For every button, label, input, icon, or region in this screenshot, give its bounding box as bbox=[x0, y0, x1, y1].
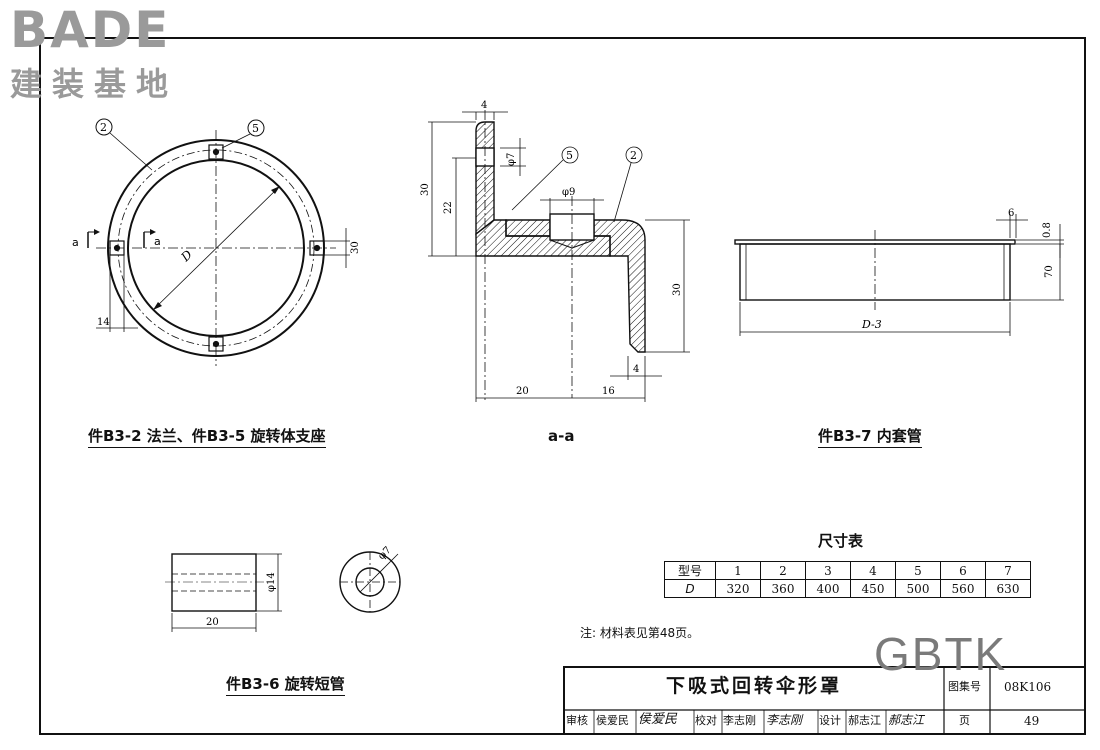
flange-label-part-a: 2 bbox=[100, 121, 107, 134]
table-cell-value: 360 bbox=[760, 579, 806, 598]
review-label: 审核 bbox=[566, 714, 588, 727]
title-block: 下吸式回转伞形罩 图集号 08K106 审核 侯爱民 侯爱民 校对 李志刚 李志… bbox=[564, 667, 1085, 733]
section-label-part-b: 2 bbox=[630, 149, 637, 162]
checker-signature: 李志刚 bbox=[766, 713, 803, 727]
caption-inner-tube: 件B3-7 内套管 bbox=[818, 426, 922, 448]
table-cell-value: 320 bbox=[715, 579, 761, 598]
dimension-table: 型号 1 2 3 4 5 6 7 D 320 360 400 450 500 5… bbox=[664, 561, 1031, 598]
designer-name: 郝志江 bbox=[848, 714, 881, 727]
section-label-bottom-right: 16 bbox=[602, 386, 615, 397]
section-label-top-width: 4 bbox=[481, 100, 487, 111]
inner-tube-label-height: 70 bbox=[1044, 265, 1055, 278]
designer-signature: 郝志江 bbox=[888, 713, 925, 727]
sheet-border bbox=[39, 37, 1086, 735]
table-cell-model: 7 bbox=[985, 561, 1031, 580]
table-cell-model: 5 bbox=[895, 561, 941, 580]
reviewer-signature: 侯爱民 bbox=[638, 712, 678, 727]
table-cell-model: 6 bbox=[940, 561, 986, 580]
flange-label-width: 14 bbox=[97, 317, 110, 328]
atlas-number: 08K106 bbox=[1004, 680, 1052, 694]
caption-short-tube: 件B3-6 旋转短管 bbox=[226, 674, 345, 696]
caption-section: a-a bbox=[548, 427, 575, 445]
table-row-diameter: D 320 360 400 450 500 560 630 bbox=[664, 579, 1031, 598]
section-drawing bbox=[475, 121, 646, 353]
short-tube-dimensions bbox=[171, 552, 400, 632]
table-cell-value: 400 bbox=[805, 579, 851, 598]
table-cell-model: 2 bbox=[760, 561, 806, 580]
section-label-left-total: 30 bbox=[420, 183, 431, 196]
flange-label-diameter: D bbox=[178, 247, 196, 265]
flange-label-part-b: 5 bbox=[252, 122, 259, 135]
drawing-title: 下吸式回转伞形罩 bbox=[665, 675, 842, 697]
section-label-bottom-left: 20 bbox=[516, 386, 529, 397]
table-cell-model: 1 bbox=[715, 561, 761, 580]
section-label-left-inner: 22 bbox=[443, 201, 454, 214]
check-label: 校对 bbox=[695, 714, 717, 727]
watermark-gbtk: GBTK bbox=[874, 628, 1008, 680]
inner-tube-label-lip: 6 bbox=[1008, 208, 1014, 219]
short-tube-label-diameter: φ14 bbox=[266, 572, 277, 592]
section-label-right-height: 30 bbox=[672, 283, 683, 296]
flange-section-mark-right: a bbox=[154, 235, 161, 248]
checker-name: 李志刚 bbox=[723, 714, 756, 727]
inner-tube-label-diameter: D-3 bbox=[861, 318, 882, 331]
section-label-part-a: 5 bbox=[566, 149, 573, 162]
table-cell-value: 450 bbox=[850, 579, 896, 598]
watermark-bade: BADE bbox=[10, 1, 171, 59]
title-block-frame bbox=[563, 666, 1086, 735]
table-cell-model: 4 bbox=[850, 561, 896, 580]
page-number: 49 bbox=[1024, 714, 1040, 728]
note-material-table: 注: 材料表见第48页。 bbox=[580, 626, 700, 640]
section-dimensions bbox=[428, 110, 690, 402]
flange-section-mark-left: a bbox=[72, 236, 79, 249]
section-label-hole-small: φ7 bbox=[506, 153, 517, 166]
flange-drawing bbox=[87, 118, 350, 366]
atlas-label: 图集号 bbox=[948, 680, 981, 693]
page-label: 页 bbox=[959, 714, 970, 727]
dimension-table-title: 尺寸表 bbox=[818, 532, 864, 550]
table-cell-value: 630 bbox=[985, 579, 1031, 598]
watermark-jianzhuangjidi: 建装基地 bbox=[10, 65, 179, 103]
section-label-hole-large: φ9 bbox=[562, 187, 575, 198]
section-label-bottom-thickness: 4 bbox=[633, 364, 639, 375]
design-label: 设计 bbox=[819, 714, 841, 727]
reviewer-name: 侯爱民 bbox=[596, 714, 629, 727]
table-row-label: D bbox=[664, 579, 716, 598]
table-header-label: 型号 bbox=[664, 561, 716, 580]
table-row-models: 型号 1 2 3 4 5 6 7 bbox=[664, 561, 1031, 580]
table-cell-model: 3 bbox=[805, 561, 851, 580]
inner-tube-label-thickness: 0.8 bbox=[1042, 222, 1053, 238]
table-cell-value: 560 bbox=[940, 579, 986, 598]
table-cell-value: 500 bbox=[895, 579, 941, 598]
inner-tube-dimensions bbox=[739, 214, 1064, 336]
short-tube-label-hole: φ7 bbox=[376, 545, 393, 562]
short-tube-drawing bbox=[165, 551, 401, 613]
caption-flange: 件B3-2 法兰、件B3-5 旋转体支座 bbox=[88, 426, 326, 448]
short-tube-label-length: 20 bbox=[206, 617, 219, 628]
flange-label-height: 30 bbox=[350, 241, 361, 254]
